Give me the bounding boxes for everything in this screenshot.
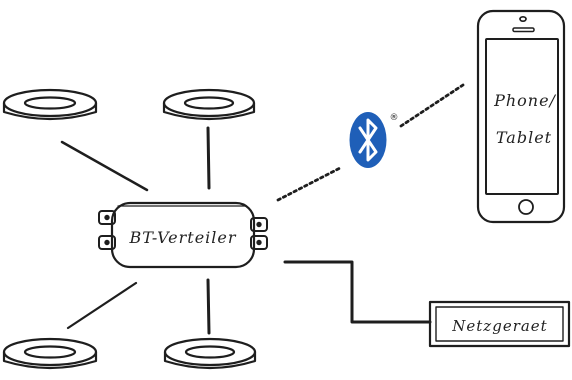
power-cable <box>283 260 432 324</box>
power-supply-inner <box>435 306 564 342</box>
light-ring-top-center <box>162 88 256 121</box>
bluetooth-icon: ® <box>349 112 399 168</box>
phone-label-line-1: Phone/ <box>493 91 556 110</box>
screw-right-top <box>256 221 262 228</box>
power-supply-label: Netzgeraet <box>451 317 547 335</box>
distributor-connector-left-top <box>98 210 116 225</box>
light-ring-top-center-inner-edge <box>183 96 235 110</box>
power-supply-outer <box>428 300 571 348</box>
phone-speaker <box>512 27 535 33</box>
light-ring-top-left-inner-edge <box>23 96 77 110</box>
bluetooth-link-distributor <box>276 166 342 202</box>
connector-housing-left-top <box>98 210 116 225</box>
connector-top-center <box>206 126 211 190</box>
light-ring-bottom-center <box>163 337 257 370</box>
light-ring-top-center-side-band <box>162 101 256 121</box>
light-ring-top-left <box>2 88 98 121</box>
bluetooth-links <box>276 83 465 202</box>
distributor-connector-left-bottom <box>98 235 116 250</box>
connector-housing-left-bottom <box>98 235 116 250</box>
distributor-connector-right-top <box>250 217 268 232</box>
phone-front-camera <box>519 15 527 23</box>
distributor-connector-right-bottom <box>250 235 268 250</box>
light-ring-bottom-center-inner-edge <box>184 345 236 359</box>
screw-left-top <box>104 214 110 221</box>
connector-lines <box>60 126 211 335</box>
light-ring-top-left-side-band <box>2 101 98 121</box>
connector-housing-right-top <box>250 217 268 232</box>
light-ring-bottom-left <box>2 337 98 370</box>
bluetooth-rune <box>358 118 378 162</box>
bluetooth-registered-mark: ® <box>390 113 399 123</box>
connector-top-left <box>60 140 149 192</box>
screw-left-bottom <box>104 239 110 246</box>
power-supply-box: Netzgeraet <box>428 300 571 348</box>
phone-screen <box>485 38 559 195</box>
screw-right-bottom <box>256 239 262 246</box>
light-ring-bottom-left-side-band <box>2 350 98 370</box>
distributor-box: BT-Verteiler <box>98 201 268 269</box>
light-ring-top-center-top-face <box>162 88 256 118</box>
light-ring-top-left-top-face <box>2 88 98 118</box>
connector-bottom-left <box>66 281 138 330</box>
bluetooth-link-phone <box>399 83 465 128</box>
light-ring-bottom-center-top-face <box>163 337 257 367</box>
phone-label-line-2: Tablet <box>496 128 552 147</box>
connector-housing-right-bottom <box>250 235 268 250</box>
phone-home-button <box>518 199 534 215</box>
light-ring-bottom-center-side-band <box>163 350 257 370</box>
light-ring-bottom-left-top-face <box>2 337 98 367</box>
connector-bottom-center <box>206 278 211 335</box>
light-ring-bottom-left-inner-edge <box>23 345 77 359</box>
phone-frame <box>476 9 566 224</box>
distributor-label: BT-Verteiler <box>128 228 236 247</box>
phone-device: Phone/ Tablet <box>476 9 566 224</box>
